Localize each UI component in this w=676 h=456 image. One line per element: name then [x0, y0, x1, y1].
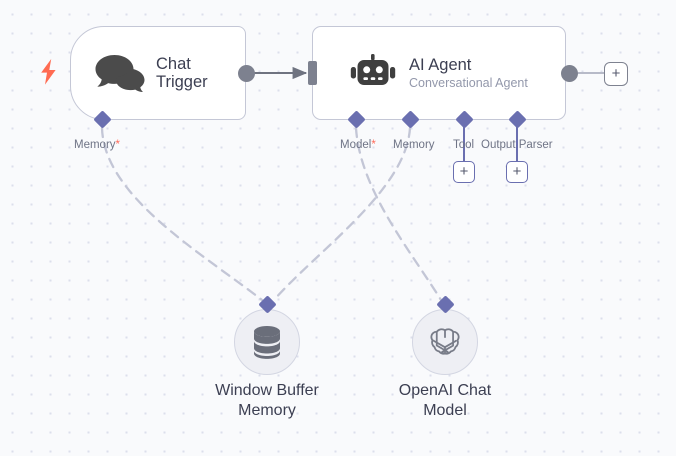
- chat-trigger-memory-required-star: *: [115, 139, 121, 151]
- node-openai-chat-model[interactable]: OpenAI Chat Model: [399, 309, 491, 419]
- add-node-button[interactable]: +: [604, 62, 628, 86]
- ai-agent-model-label-text: Model: [340, 139, 372, 151]
- openai-logo-icon: [430, 328, 460, 355]
- ai-agent-text: AI Agent Conversational Agent: [409, 56, 528, 89]
- chat-trigger-text: Chat Trigger: [156, 55, 208, 92]
- database-icon: [254, 326, 280, 359]
- ai-agent-title: AI Agent: [409, 56, 472, 75]
- ai-agent-subtitle: Conversational Agent: [409, 75, 528, 90]
- openai-chat-model-circle[interactable]: [412, 309, 478, 375]
- robot-icon: [349, 53, 397, 93]
- edge-aiagent-model-to-openai: [354, 126, 443, 302]
- window-buffer-memory-label: Window Buffer Memory: [215, 382, 319, 419]
- chat-trigger-output-port[interactable]: [238, 65, 255, 82]
- ai-agent-output-port[interactable]: [561, 65, 578, 82]
- lightning-bolt-icon: [40, 59, 57, 90]
- add-tool-button[interactable]: +: [453, 161, 475, 183]
- edge-chattrigger-memory-to-windowbuffer: [100, 126, 264, 302]
- ai-agent-tool-label: Tool: [453, 139, 475, 151]
- window-buffer-memory-circle[interactable]: [234, 309, 300, 375]
- ai-agent-model-label: Model*: [340, 139, 376, 151]
- edge-aiagent-memory-to-windowbuffer: [272, 126, 412, 302]
- chat-trigger-title: Chat Trigger: [156, 54, 208, 91]
- node-ai-agent[interactable]: AI Agent Conversational Agent: [312, 26, 566, 120]
- ai-agent-model-required-star: *: [371, 139, 376, 151]
- node-chat-trigger[interactable]: Chat Trigger: [70, 26, 246, 120]
- chat-trigger-memory-label: Memory*: [74, 139, 120, 151]
- openai-chat-model-label: OpenAI Chat Model: [398, 382, 492, 419]
- add-output-parser-button[interactable]: +: [506, 161, 528, 183]
- ai-agent-input-port[interactable]: [308, 61, 317, 85]
- ai-agent-memory-label: Memory: [393, 139, 435, 151]
- ai-agent-output-parser-label: Output Parser: [481, 139, 553, 151]
- node-window-buffer-memory[interactable]: Window Buffer Memory: [215, 309, 319, 419]
- chat-trigger-memory-label-text: Memory: [74, 139, 116, 151]
- chat-bubbles-icon: [93, 51, 147, 95]
